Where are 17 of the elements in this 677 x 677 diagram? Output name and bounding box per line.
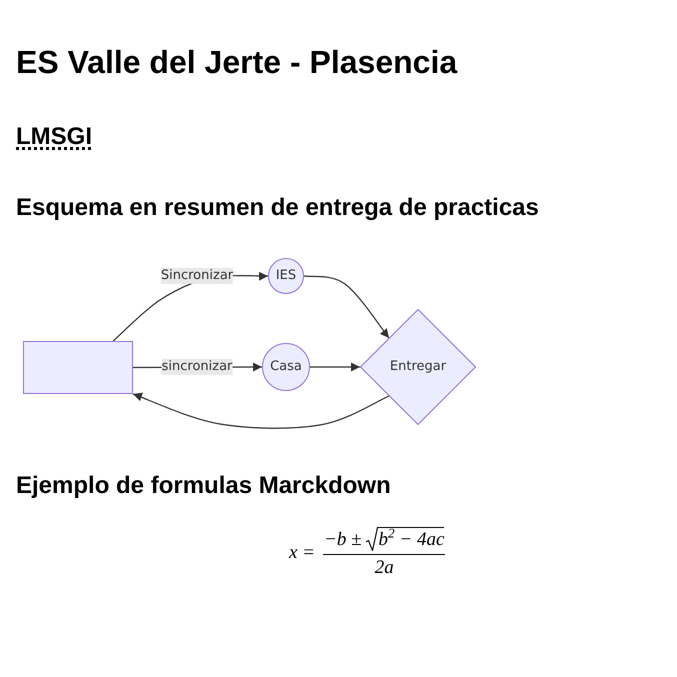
formula-text: 2a: [374, 557, 394, 579]
edge-label: Sincronizar: [160, 268, 234, 284]
arrow: [132, 392, 390, 429]
decision-diamond: Entregar: [360, 309, 476, 425]
section-heading: Ejemplo de formulas Marckdown: [16, 472, 391, 501]
circle-node: IES: [268, 258, 304, 294]
formula-text: x =: [289, 542, 316, 564]
process-box: [23, 341, 133, 394]
section-heading: LMSGI: [16, 123, 92, 152]
formula-text: b$^{2}$ − 4ac: [378, 527, 444, 551]
arrow: [310, 362, 360, 372]
circle-node: Casa: [262, 343, 310, 391]
formula-text: −b ±: [324, 529, 362, 551]
section-heading: Esquema en resumen de entrega de practicas: [16, 194, 539, 223]
page-title: ES Valle del Jerte - Plasencia: [16, 43, 458, 82]
arrow: [304, 275, 390, 338]
edge-label: sincronizar: [162, 358, 232, 376]
